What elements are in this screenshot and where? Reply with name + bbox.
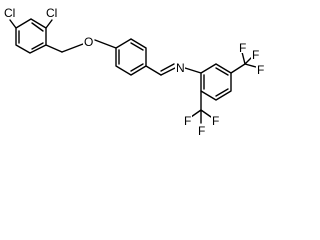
- bond-c-cl1: [9, 19, 17, 29]
- atom-labels: Cl Cl O N F F F F F F: [2, 6, 265, 138]
- atom-n: N: [176, 61, 185, 75]
- atom-cl-1: Cl: [4, 6, 15, 20]
- bond-ch-n-double: [160, 63, 175, 72]
- bond-cf3b-f: [190, 109, 212, 124]
- bond-n-ring3: [184, 67, 202, 74]
- bond-ring3: [200, 63, 232, 101]
- molecule-diagram: Cl Cl O N F F F F F F: [2, 6, 265, 138]
- atom-f-6: F: [212, 114, 219, 128]
- bond-ring2: [115, 38, 147, 76]
- bond-ring2-ch: [145, 65, 162, 76]
- atom-o: O: [84, 35, 93, 49]
- bond-cf3a-f: [241, 51, 257, 68]
- atom-f-1: F: [239, 41, 246, 55]
- bond-c-cl2: [45, 19, 53, 29]
- bond-ring1-inner: [18, 22, 44, 50]
- atom-f-3: F: [257, 63, 264, 77]
- bond-ring3-inner: [203, 67, 229, 97]
- atom-f-2: F: [252, 48, 259, 62]
- bond-ch-n: [160, 67, 176, 76]
- atom-cl-2: Cl: [46, 6, 57, 20]
- bond-o-ring2: [94, 39, 117, 49]
- bond-ch2-o: [61, 43, 84, 53]
- atom-f-4: F: [184, 114, 191, 128]
- bond-ring1: [15, 18, 47, 54]
- bond-ring-ch2: [45, 44, 63, 53]
- bond-ring3-cf3a: [230, 63, 246, 74]
- bond-ring2-inner: [118, 42, 144, 72]
- atom-f-5: F: [198, 124, 205, 138]
- bonds: [9, 18, 257, 124]
